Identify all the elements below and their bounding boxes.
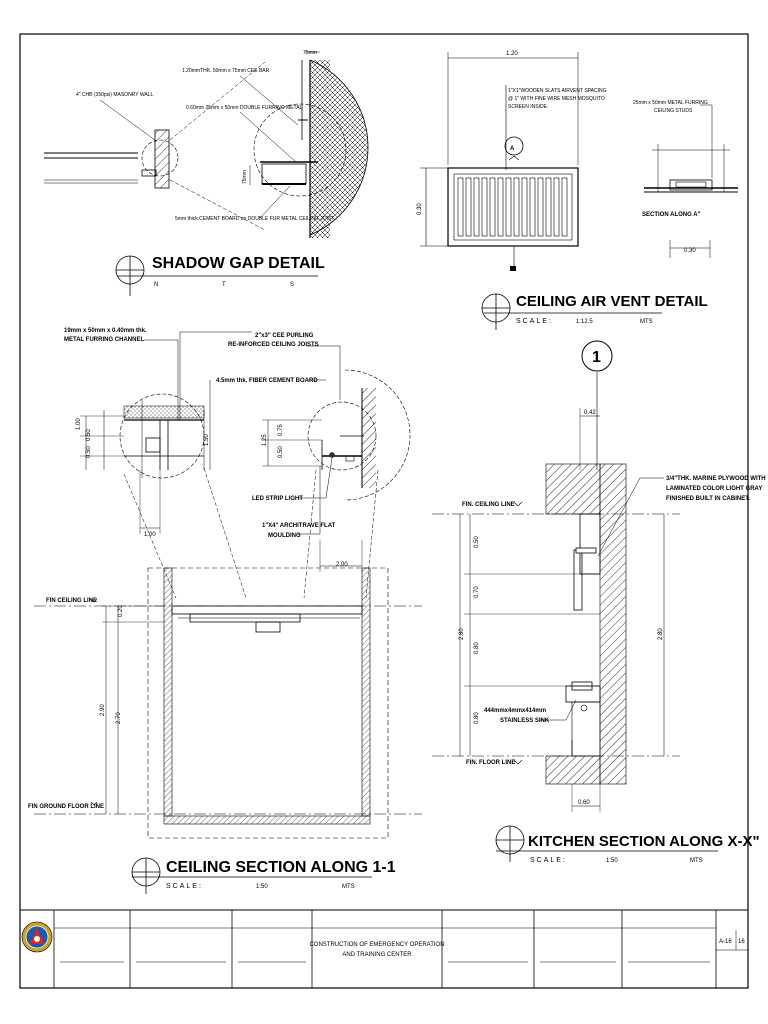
ceiling-section-scale-label: SCALE: (166, 883, 203, 890)
air-vent-scale-value: 1:12.5 (576, 319, 593, 325)
air-vent-section-dim: 0.30 (684, 248, 696, 254)
label-double-furring: 0.60mm 25mm x 50mm DOUBLE FURRING METAL (186, 105, 303, 111)
ceiling-section-title: CEILING SECTION ALONG 1-1 (166, 859, 396, 876)
label-cee-purling-1: 2"x3" CEE PURLING (255, 333, 314, 339)
cs-dim-270: 2.70 (116, 712, 122, 724)
label-furring-channel-1: 19mm x 50mm x 0.40mm thk. (64, 328, 147, 334)
kitchen-dim-280b: 2.80 (658, 628, 664, 640)
cs-dim-020: 0.20 (118, 605, 124, 617)
kitchen-section-detail: 1 0.42 FIN. CEILING LINE FIN. FLOOR LINE… (432, 340, 766, 864)
vent-slats (457, 177, 568, 237)
kitchen-note-3: FINISHED BUILT IN CABINET. (666, 496, 750, 502)
air-vent-dim-height: 0.30 (417, 203, 423, 215)
cs-dim-150: 1.50 (204, 434, 210, 446)
label-fin-ceiling-line: FIN CEILING LINE (46, 598, 97, 604)
air-vent-note-2: @ 1" WITH FINE WIRE MESH MOSQUITO (508, 96, 605, 102)
agency-seal-icon (21, 921, 53, 953)
shadow-gap-sub-n: N (154, 282, 158, 288)
kitchen-fin-ceiling-line: FIN. CEILING LINE (462, 502, 515, 508)
cs-dim-050b: 0.50 (86, 446, 92, 458)
air-vent-units: MTS (640, 319, 653, 325)
air-vent-scale-label: SCALE: (516, 318, 553, 325)
label-cee-purling-2: RE-INFORCED CEILING JOISTS (228, 342, 319, 348)
kitchen-title: KITCHEN SECTION ALONG X-X" (528, 833, 760, 850)
label-moulding-2: MOULDING (268, 533, 301, 539)
shadow-gap-sub-t: T (222, 282, 226, 288)
shadow-gap-sub-s: S (290, 282, 294, 288)
kitchen-dim-070: 0.70 (474, 586, 480, 598)
sheet-border (19, 33, 749, 989)
shadow-gap-dim-side: 75mm (242, 170, 248, 184)
cs-dim-290: 2.90 (100, 704, 106, 716)
kitchen-scale-value: 1:50 (606, 858, 618, 864)
sheet-total: 16 (738, 939, 745, 945)
label-fiber-cement-board: 4.5mm thk. FIBER CEMENT BOARD (216, 378, 318, 384)
cs-dim-200: 2.00 (336, 562, 348, 568)
air-vent-marker: A (510, 146, 515, 152)
air-vent-note-3: SCREEN INSIDE. (508, 104, 548, 110)
kitchen-sink-label: STAINLESS SINK (500, 718, 550, 724)
label-cee-bar: 1.20mmTHK. 50mm x 75mm CEE BAR (182, 68, 270, 74)
kitchen-dim-bottom: 0.60 (578, 800, 590, 806)
ceiling-section-scale-value: 1:50 (256, 884, 268, 890)
cs-dim-050a: 0.50 (86, 429, 92, 441)
shadow-gap-title: SHADOW GAP DETAIL (152, 255, 325, 272)
label-furring-channel-2: METAL FURRING CHANNEL (64, 337, 144, 343)
kitchen-scale-label: SCALE: (530, 857, 567, 864)
kitchen-dim-080b: 0.80 (474, 712, 480, 724)
ceiling-air-vent-detail: 1.20 1"X1"WOODEN SLATS AIRVENT SPACING @… (417, 51, 738, 330)
label-moulding-1: 1"X4" ARCHITRAVE FLAT (262, 523, 336, 529)
project-title-line-1: CONSTRUCTION OF EMERGENCY OPERATION (309, 942, 444, 948)
label-led-strip: LED STRIP LIGHT (252, 496, 303, 502)
air-vent-dim-width: 1.20 (506, 51, 518, 57)
kitchen-dim-050: 0.50 (474, 536, 480, 548)
air-vent-title: CEILING AIR VENT DETAIL (516, 293, 708, 310)
kitchen-units: MTS (690, 858, 703, 864)
air-vent-note-1: 1"X1"WOODEN SLATS AIRVENT SPACING (508, 88, 607, 94)
kitchen-sink-size: 444mmx4mmx414mm (484, 708, 546, 714)
label-masonry-wall: 4" CHB (350psi) MASONRY WALL (76, 92, 153, 98)
shadow-gap-dim-top: 75mm (303, 50, 317, 56)
air-vent-section-note-1: 25mm x 50mm METAL FURRING (633, 100, 708, 106)
project-title-line-2: AND TRAINING CENTER (342, 952, 412, 958)
kitchen-dim-top: 0.42 (584, 410, 596, 416)
air-vent-section-note-2: CEILING STUDS (654, 108, 693, 114)
label-fin-floor-line: FIN GROUND FLOOR LINE (28, 804, 104, 810)
sheet-number: A-16 (719, 939, 732, 945)
cs-dim-050c: 0.50 (278, 446, 284, 458)
label-cement-board: 5mm thick CEMENT BOARD on DOUBLE FUR MET… (175, 216, 334, 222)
kitchen-fin-floor-line: FIN. FLOOR LINE (466, 760, 515, 766)
cs-dim-100a: 1.00 (76, 418, 82, 430)
cs-dim-075: 0.75 (278, 424, 284, 436)
shadow-gap-detail: 75mm 75mm 4" CHB (350psi) MASONRY WALL 1… (44, 50, 369, 296)
kitchen-note-2: LAMINATED COLOR LIGHT GRAY (666, 486, 762, 492)
kitchen-marker: 1 (592, 349, 601, 366)
kitchen-dim-080: 0.80 (474, 642, 480, 654)
cs-dim-100b: 1.00 (144, 532, 156, 538)
ceiling-section-detail: 19mm x 50mm x 0.40mm thk. METAL FURRING … (28, 328, 422, 894)
kitchen-dim-280: 2.80 (459, 628, 465, 640)
kitchen-note-1: 3/4"THK. MARINE PLYWOOD WITH (666, 476, 766, 482)
title-block: CONSTRUCTION OF EMERGENCY OPERATION AND … (20, 909, 748, 988)
air-vent-section-title: SECTION ALONG A" (642, 212, 701, 218)
ceiling-section-units: MTS (342, 884, 355, 890)
